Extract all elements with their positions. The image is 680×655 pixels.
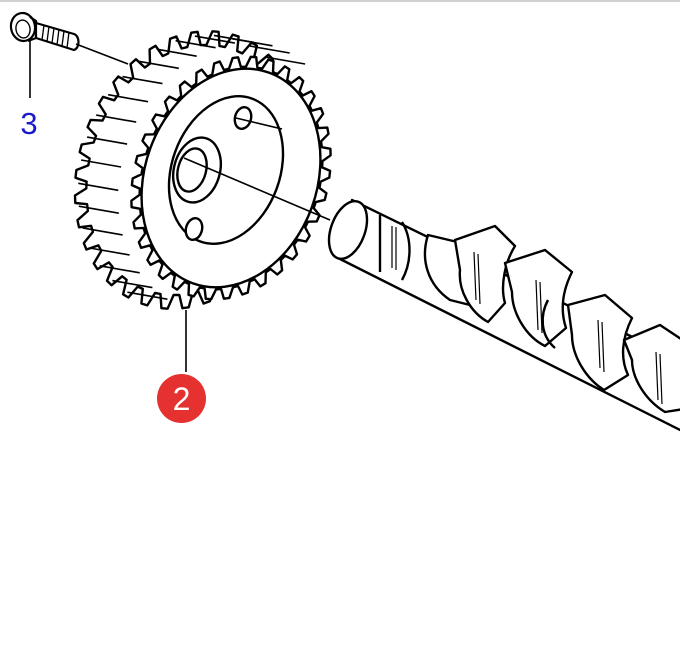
gear-tooth-line (194, 35, 236, 44)
gear-tooth-line (107, 93, 149, 103)
shaft-axis-line (183, 157, 331, 221)
bolt-axis-line (75, 43, 129, 65)
bolt-icon (9, 11, 80, 52)
gear-tooth-line (99, 265, 140, 274)
gear-tooth-line (112, 279, 153, 289)
gear-tooth-line (78, 205, 119, 214)
gear-tooth-line (156, 48, 197, 57)
gear-tooth-line (127, 291, 168, 300)
gear-tooth-line (122, 75, 163, 85)
gear-tooth-line (89, 247, 130, 256)
callout-2-badge: 2 (157, 374, 206, 423)
gear-icon (73, 30, 332, 310)
top-rule (0, 0, 680, 2)
gear-tooth-line (96, 114, 137, 123)
gear-tooth-line (86, 136, 128, 145)
gear-tooth-line (249, 45, 290, 54)
gear-tooth-line (78, 182, 119, 192)
camshaft-icon (327, 198, 680, 432)
gear-tooth-line (264, 56, 306, 65)
gear-tooth-depth-lines (78, 34, 306, 300)
callout-3-label: 3 (20, 106, 38, 141)
gear-tooth-line (82, 227, 123, 236)
bolt-axis-line-face (235, 117, 283, 130)
gear-tooth-line (80, 159, 122, 168)
gear-tooth-line (138, 60, 179, 70)
gear-tooth-line (232, 38, 273, 47)
gear-tooth-line (175, 39, 216, 49)
